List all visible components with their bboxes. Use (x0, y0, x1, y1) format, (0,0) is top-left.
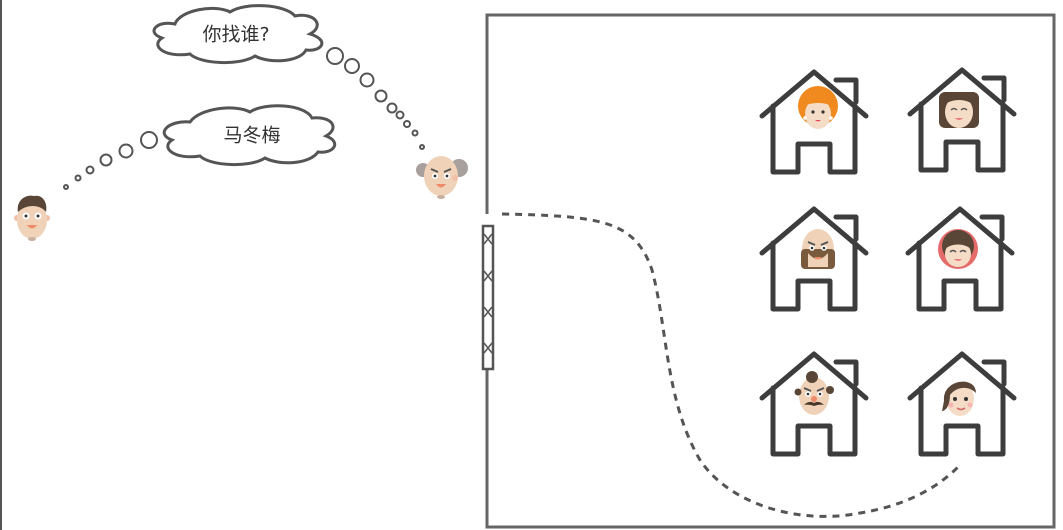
resident-side-hair-woman (942, 381, 976, 416)
resident-orange-hair-woman (798, 86, 838, 129)
gate (481, 224, 495, 371)
house-2[interactable] (910, 70, 1014, 170)
house-4[interactable] (908, 209, 1012, 309)
guard-question-text: 你找谁? (202, 23, 270, 46)
visitor-answer-text: 马冬梅 (223, 124, 281, 147)
visitor-avatar (14, 195, 50, 241)
resident-mustache-man (794, 371, 834, 415)
compound-wall (485, 13, 1056, 529)
house-3[interactable] (762, 209, 866, 309)
resident-red-frame-girl (938, 229, 978, 269)
house-5[interactable] (762, 354, 866, 454)
left-border (0, 0, 2, 530)
guard-avatar (416, 156, 468, 199)
visitor-thought-bubble (63, 104, 337, 190)
house-6[interactable] (910, 354, 1014, 454)
house-1[interactable] (762, 72, 866, 172)
resident-bearded-man (801, 229, 835, 269)
resident-pigtail-girl (939, 92, 979, 128)
dashed-path (501, 212, 960, 518)
guard-thought-bubble (152, 4, 425, 150)
